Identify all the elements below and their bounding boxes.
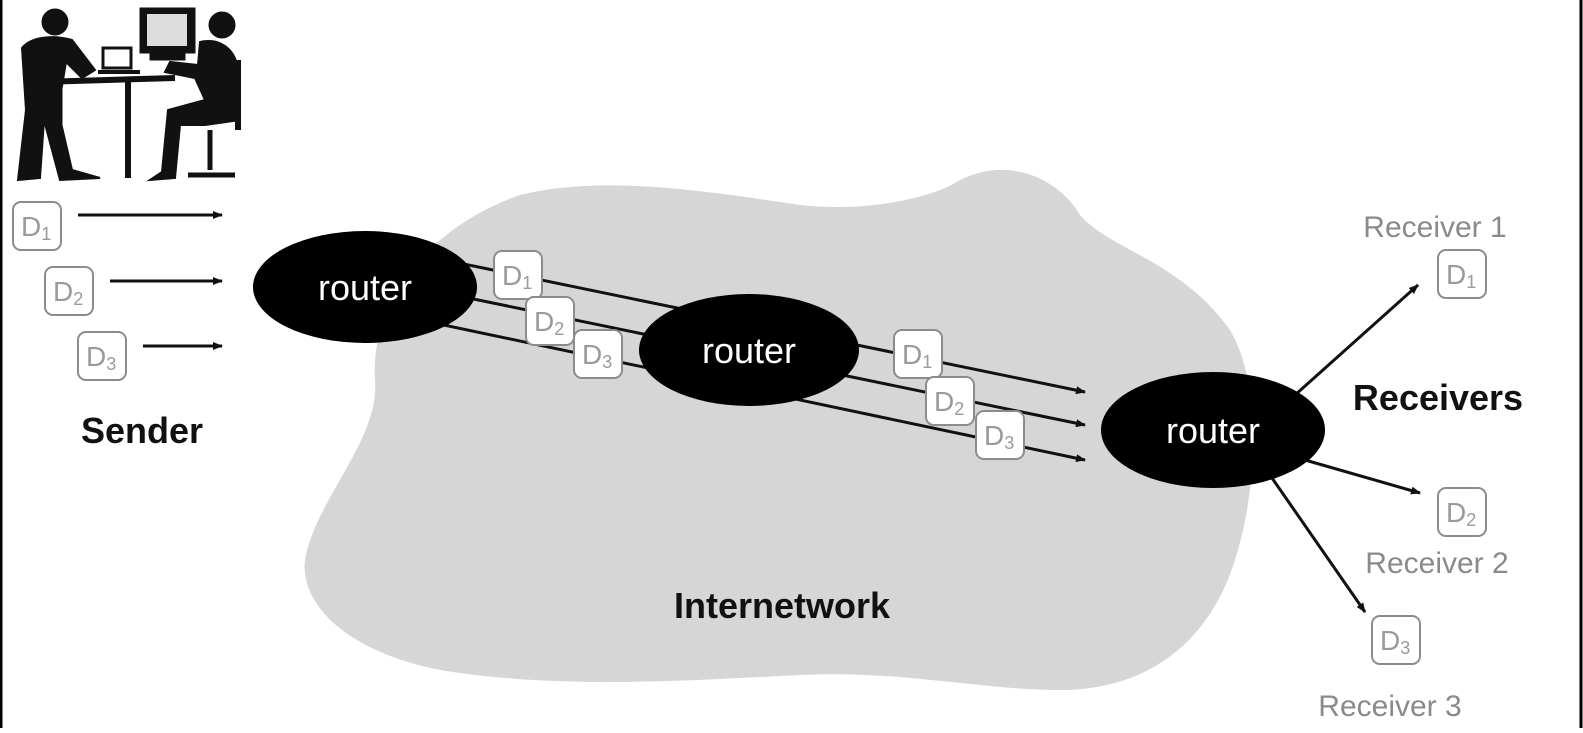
packet-label: D1 [502,260,532,293]
packet-label: D2 [534,306,564,339]
receiver-1-packet: D1 [1437,249,1487,299]
packet-box [925,376,975,426]
packet-box [493,250,543,300]
receiver-3-packet: D3 [1371,615,1421,665]
packet-label: D1 [21,211,51,244]
packet-label: D1 [902,339,932,372]
router-shape [253,231,477,343]
arrow-to-receiver-3 [1270,477,1367,613]
packet-box [1437,249,1487,299]
arrow-to-receiver-2 [1304,458,1421,495]
receiver-2-label: Receiver 2 [1365,547,1508,580]
sender-arrows [78,211,223,350]
packet-box [1437,487,1487,537]
packet-label: D2 [53,276,83,309]
sender-packet-d1: D1 [12,201,62,251]
router-label: router [702,330,796,371]
router-sender-side: router [253,231,477,343]
router-label: router [318,267,412,308]
transit-packet-d1: D1 [893,329,943,379]
internetwork-label: Internetwork [674,585,891,626]
packet-label: D3 [984,420,1014,453]
packet-label: D3 [86,341,116,374]
routers: router router router [253,231,1325,488]
packet-label: D3 [1380,625,1410,658]
router-shape [639,294,859,406]
transit-packet-d1: D1 [493,250,543,300]
router-middle: router [639,294,859,406]
receiver-arrows [1270,283,1421,613]
packet-box [1371,615,1421,665]
router-label: router [1166,410,1260,451]
receivers-label: Receivers [1353,377,1523,418]
packet-box [573,329,623,379]
router-shape [1101,372,1325,488]
sender-label: Sender [81,410,203,451]
receiver-1-label: Receiver 1 [1363,211,1506,244]
packet-box [525,296,575,346]
packet-label: D2 [934,386,964,419]
receiver-2-packet: D2 [1437,487,1487,537]
transit-packet-d3: D3 [975,410,1025,460]
transit-packet-d3: D3 [573,329,623,379]
receiver-3-label: Receiver 3 [1318,690,1461,723]
transit-packet-d2: D2 [525,296,575,346]
sender-packet-d2: D2 [44,266,94,316]
packet-box [893,329,943,379]
arrow-to-receiver-1 [1294,283,1419,397]
packet-box [975,410,1025,460]
packet-label: D1 [1446,259,1476,292]
packet-label: D3 [582,339,612,372]
router-receiver-side: router [1101,372,1325,488]
packet-box [12,201,62,251]
transit-packet-d2: D2 [925,376,975,426]
sender-packet-d3: D3 [77,331,127,381]
packet-box [77,331,127,381]
people-at-computer-icon [16,7,242,182]
packet-box [44,266,94,316]
packet-label: D2 [1446,497,1476,530]
